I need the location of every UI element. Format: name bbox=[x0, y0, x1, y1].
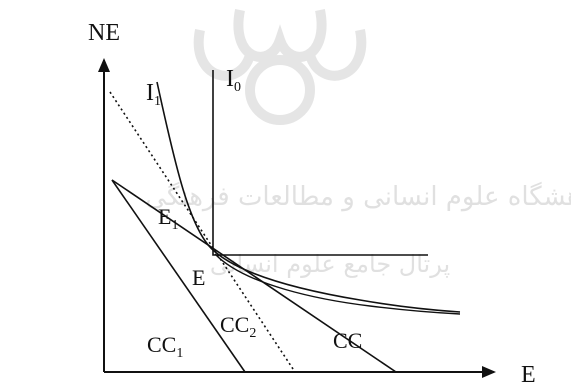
cc1-line bbox=[111, 179, 246, 373]
label-i1-sub: 1 bbox=[154, 94, 161, 109]
label-cc2-base: CC bbox=[220, 312, 249, 337]
label-e1-base: E bbox=[158, 204, 171, 229]
label-i0-base: I bbox=[226, 66, 234, 92]
label-cc1: CC1 bbox=[147, 332, 183, 361]
watermark-logo bbox=[193, 9, 367, 125]
label-e1: E1 bbox=[158, 204, 178, 233]
watermark-text: پژوهشگاه علوم انسانی و مطالعات فرهنگی bbox=[145, 181, 571, 212]
label-i0: I0 bbox=[226, 66, 241, 95]
label-cc: CC bbox=[333, 328, 362, 353]
cc-line bbox=[111, 179, 397, 373]
i0-curve bbox=[212, 70, 428, 256]
label-cc1-base: CC bbox=[147, 332, 176, 357]
x-axis-label: E bbox=[521, 362, 536, 386]
label-cc2-sub: 2 bbox=[249, 326, 256, 341]
label-i1-base: I bbox=[146, 80, 154, 106]
y-axis-label: NE bbox=[88, 20, 120, 46]
label-cc1-sub: 1 bbox=[176, 346, 183, 361]
cc2-dotted-line bbox=[109, 91, 296, 373]
label-e1-sub: 1 bbox=[171, 218, 178, 233]
label-i1: I1 bbox=[146, 80, 161, 109]
label-i0-sub: 0 bbox=[234, 80, 241, 95]
watermark: پژوهشگاه علوم انسانی و مطالعات فرهنگی پر… bbox=[145, 9, 571, 278]
label-e: E bbox=[192, 265, 205, 290]
i1-curve-inner bbox=[214, 253, 461, 315]
label-cc2: CC2 bbox=[220, 312, 256, 341]
i1-curve bbox=[156, 81, 461, 313]
